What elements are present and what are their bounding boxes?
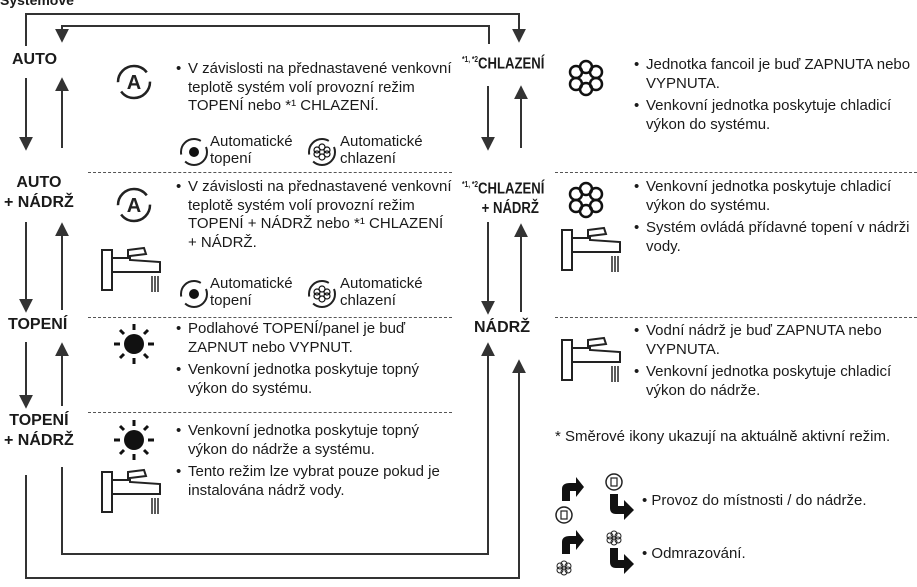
tap-tank-icon [561, 226, 621, 272]
mode-cool-tank: *1, *2CHLAZENÍ + NÁDRŽ [462, 175, 544, 219]
auto-heat-label-line2: topení [210, 150, 252, 167]
svg-text:A: A [127, 72, 141, 94]
defrost-icon [556, 530, 584, 576]
separator [88, 172, 452, 173]
auto-heat-icon [180, 280, 208, 308]
tap-tank-icon [101, 468, 161, 514]
mode-cool-sup: *1, *2 [462, 55, 479, 64]
auto-cool-label-line2: chlazení [340, 150, 396, 167]
desc-item: Jednotka fancoil je buď ZAPNUTA nebo VYP… [634, 56, 916, 93]
tap-tank-icon [561, 336, 621, 382]
auto-heat-label-line2: topení [210, 292, 252, 309]
mode-cool-label: CHLAZENÍ [478, 55, 545, 73]
auto-heat-label-line1: Automatické [210, 275, 293, 292]
separator [555, 172, 917, 173]
tap-tank-icon [101, 246, 161, 292]
desc-item: Venkovní jednotka poskytuje topný výkon … [176, 422, 446, 459]
desc-item: Podlahové TOPENÍ/panel je buď ZAPNUT neb… [176, 320, 446, 357]
auto-heat-icon [180, 138, 208, 166]
mode-heat-tank-line1: TOPENÍ [9, 412, 69, 429]
mode-auto-tank: AUTO + NÁDRŽ [4, 173, 74, 213]
loop-inner-top [55, 25, 490, 44]
snowflake-cool-icon [568, 59, 604, 97]
desc-item: Vodní nádrž je buď ZAPNUTA nebo VYPNUTA. [634, 322, 916, 359]
desc-item: Systém ovládá přídavné topení v nádrži v… [634, 219, 916, 256]
desc-item: Venkovní jednotka poskytuje chladicí výk… [634, 178, 916, 215]
desc-heat-tank: Venkovní jednotka poskytuje topný výkon … [176, 422, 446, 500]
footnote-defrost: • Odmrazování. [642, 545, 746, 562]
arrow-icon [555, 477, 584, 524]
desc-item: Venkovní jednotka poskytuje topný výkon … [176, 361, 446, 398]
desc-cool-tank: Venkovní jednotka poskytuje chladicí výk… [634, 178, 916, 256]
separator [555, 317, 917, 318]
desc-item: Venkovní jednotka poskytuje chladicí výk… [634, 363, 916, 400]
loop-inner-bottom [61, 342, 495, 555]
sun-heat-icon [114, 420, 154, 460]
desc-item: V závislosti na přednastavené venkovní t… [176, 60, 454, 116]
header-title: Systémové [0, 0, 74, 8]
auto-heat-label: Automatické topení [210, 133, 293, 167]
desc-item: Tento režim lze vybrat pouze pokud je in… [176, 463, 446, 500]
auto-cool-label-line2: chlazení [340, 292, 396, 309]
separator [88, 317, 452, 318]
svg-text:A: A [127, 195, 141, 217]
mode-auto-tank-line1: AUTO [16, 174, 62, 191]
loop-outer-bottom [25, 359, 526, 579]
auto-cool-label-line1: Automatické [340, 275, 423, 292]
mode-cool-tank-line1: CHLAZENÍ [478, 180, 545, 198]
auto-cool-label-line1: Automatické [340, 133, 423, 150]
auto-cool-label: Automatické chlazení [340, 133, 423, 167]
mode-heat-tank-line2: + NÁDRŽ [4, 432, 74, 449]
desc-cool: Jednotka fancoil je buď ZAPNUTA nebo VYP… [634, 56, 916, 134]
mode-heat-tank: TOPENÍ + NÁDRŽ [4, 411, 74, 451]
mode-cool: *1, *2CHLAZENÍ [462, 55, 544, 73]
arrow-icon [605, 473, 634, 520]
auto-cool-icon [308, 138, 336, 166]
mode-heat: TOPENÍ [8, 316, 68, 333]
desc-tank: Vodní nádrž je buď ZAPNUTA nebo VYPNUTA.… [634, 322, 916, 400]
mode-cool-tank-sup: *1, *2 [462, 180, 479, 189]
loop-outer-top [25, 13, 526, 46]
footnote-room-tank: • Provoz do místnosti / do nádrže. [642, 492, 867, 509]
desc-auto: V závislosti na přednastavené venkovní t… [176, 60, 454, 116]
desc-heat: Podlahové TOPENÍ/panel je buď ZAPNUT neb… [176, 320, 446, 398]
sun-heat-icon [114, 324, 154, 364]
mode-auto-tank-line2: + NÁDRŽ [4, 194, 74, 211]
snowflake-cool-icon [568, 181, 604, 219]
desc-item: Venkovní jednotka poskytuje chladicí výk… [634, 97, 916, 134]
auto-heat-label-line1: Automatické [210, 133, 293, 150]
auto-heat-label: Automatické topení [210, 275, 293, 309]
auto-cool-label: Automatické chlazení [340, 275, 423, 309]
mode-tank: NÁDRŽ [474, 319, 530, 336]
desc-item: V závislosti na přednastavené venkovní t… [176, 178, 454, 252]
defrost-icon [606, 530, 634, 574]
mode-cool-tank-line2: + NÁDRŽ [481, 200, 539, 218]
footnote-note: * Směrové ikony ukazují na aktuálně akti… [555, 428, 891, 445]
separator [88, 412, 452, 413]
desc-auto-tank: V závislosti na přednastavené venkovní t… [176, 178, 454, 252]
auto-mode-icon: A [116, 64, 152, 100]
mode-auto: AUTO [12, 51, 58, 68]
auto-mode-icon: A [116, 187, 152, 223]
auto-cool-icon [308, 280, 336, 308]
